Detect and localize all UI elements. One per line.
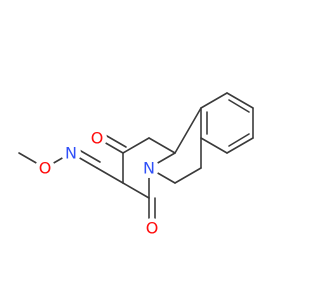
bond [228,99,250,113]
bond [174,107,202,154]
bond [226,92,254,109]
bond [226,137,254,154]
atom-n-ring: N [139,158,159,178]
bond [122,182,150,199]
bond [96,167,124,184]
bond [228,133,250,147]
bond [174,167,202,184]
bond [122,137,150,154]
bond [148,137,176,154]
atom-o-oxime: O [35,158,55,178]
bond [200,137,228,154]
atom-n-oxime: N [61,143,81,163]
chemical-structure: O O N N O [18,92,254,238]
atom-o-ketone-4: O [142,218,162,238]
atom-o-ketone-1: O [87,128,107,148]
atom-label-o-ketone-4: O [146,219,159,238]
atom-label-o-oxime: O [39,159,52,178]
atom-label-o-ketone-1: O [91,129,104,148]
atom-label-n-oxime: N [65,144,77,163]
bonds [18,92,254,229]
atom-label-n-ring: N [143,159,155,178]
bond [200,92,228,109]
